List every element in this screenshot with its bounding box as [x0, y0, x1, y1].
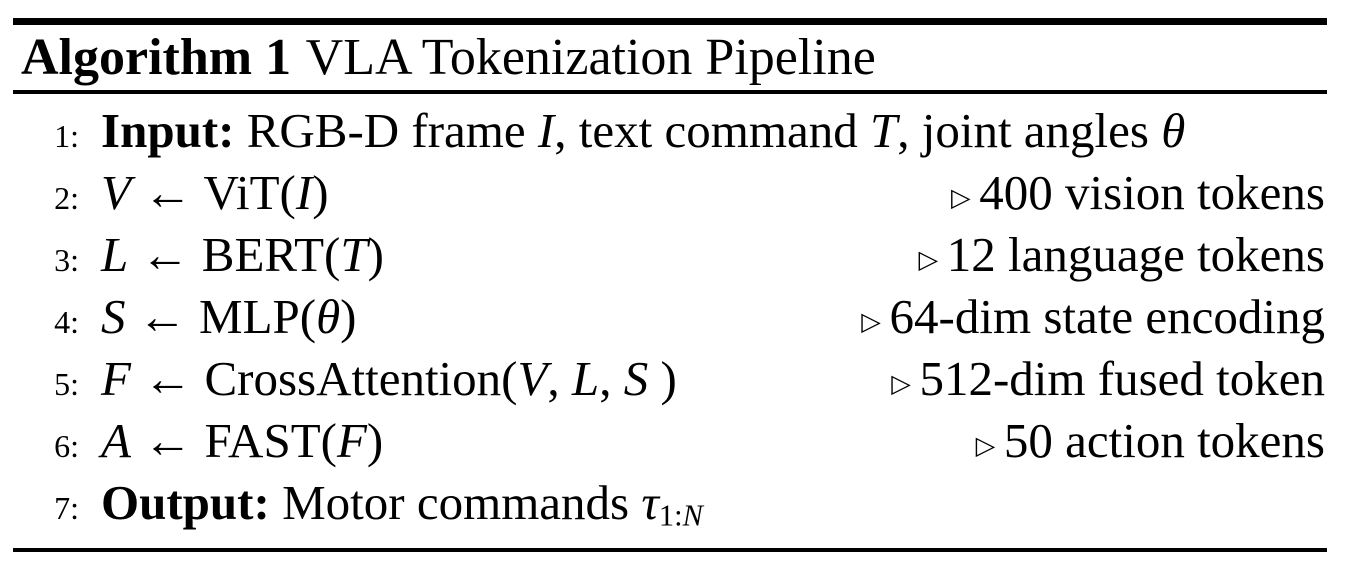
line-statement: L ← BERT(T) — [101, 224, 384, 286]
statement-segment: V — [101, 165, 131, 220]
comment-triangle-icon: ▷ — [891, 368, 911, 399]
line-statement: Input: RGB-D frame I, text command T, jo… — [101, 100, 1185, 162]
statement-segment: ) — [648, 351, 677, 406]
statement-segment: L — [571, 351, 600, 406]
line-comment: ▷ 400 vision tokens — [951, 162, 1327, 229]
line-comment: ▷ 512-dim fused token — [891, 348, 1327, 415]
line-comment: ▷12 language tokens — [918, 224, 1327, 291]
comment-text: 512-dim fused token — [919, 351, 1325, 406]
bottom-rule — [13, 548, 1327, 552]
algorithm-line: 4: S ← MLP(θ) ▷ 64-dim state encoding — [13, 286, 1327, 348]
top-rule — [13, 18, 1327, 25]
comment-triangle-icon: ▷ — [975, 430, 996, 461]
comment-text: 12 language tokens — [946, 227, 1325, 282]
statement-segment: Input: — [101, 103, 235, 158]
line-number: 4: — [54, 304, 79, 340]
statement-segment: T — [869, 103, 898, 158]
statement-segment: F — [336, 413, 367, 468]
algorithm-line: 6: A ← FAST(F) ▷50 action tokens — [13, 410, 1327, 472]
line-comment: ▷50 action tokens — [976, 410, 1327, 477]
statement-segment: Motor commands — [269, 475, 642, 530]
statement-segment: F — [101, 351, 131, 406]
line-statement: Output: Motor commands τ1:N — [101, 472, 703, 547]
statement-segment: ) — [312, 165, 329, 220]
statement-segment: I — [537, 103, 555, 158]
statement-segment: θ — [1161, 103, 1186, 158]
statement-segment: τ — [641, 475, 659, 530]
comment-triangle-icon: ▷ — [861, 306, 881, 337]
line-statement: V ← ViT(I) — [101, 162, 329, 224]
statement-segment: I — [295, 165, 313, 220]
line-number: 2: — [54, 180, 79, 216]
algorithm-title: VLA Tokenization Pipeline — [305, 29, 876, 86]
statement-segment: ) — [367, 227, 384, 282]
statement-segment: RGB-D frame — [234, 103, 538, 158]
header-rule — [13, 90, 1327, 94]
algorithm-line: 7: Output: Motor commands τ1:N — [13, 472, 1327, 534]
line-comment: ▷ 64-dim state encoding — [861, 286, 1327, 353]
statement-segment: A — [101, 413, 131, 468]
line-number: 1: — [54, 118, 79, 154]
statement-segment: ) — [340, 289, 357, 344]
comment-triangle-icon: ▷ — [918, 244, 939, 275]
line-statement: S ← MLP(θ) — [101, 286, 356, 348]
statement-segment: S — [623, 351, 649, 406]
comment-triangle-icon: ▷ — [951, 182, 971, 213]
statement-segment: ← ViT( — [130, 165, 296, 220]
comment-text: 50 action tokens — [1003, 413, 1325, 468]
statement-segment: ← BERT( — [128, 227, 341, 282]
line-number: 7: — [54, 490, 79, 526]
statement-segment: θ — [316, 289, 341, 344]
statement-segment: L — [101, 227, 129, 282]
statement-segment: , — [547, 351, 572, 406]
statement-segment: Output: — [101, 475, 270, 530]
statement-segment: , text command — [554, 103, 870, 158]
line-statement: F ← CrossAttention(V, L, S ) — [101, 348, 677, 410]
statement-segment: V — [517, 351, 548, 406]
statement-segment: , — [599, 351, 624, 406]
statement-segment: ← FAST( — [130, 413, 337, 468]
line-number: 6: — [54, 428, 79, 464]
comment-text: 400 vision tokens — [979, 165, 1325, 220]
comment-text: 64-dim state encoding — [889, 289, 1325, 344]
algorithm-lines: 1:Input: RGB-D frame I, text command T, … — [13, 94, 1327, 548]
algorithm-line: 3: L ← BERT(T) ▷12 language tokens — [13, 224, 1327, 286]
line-statement: A ← FAST(F) — [101, 410, 383, 472]
statement-segment: ← MLP( — [125, 289, 317, 344]
statement-segment: , joint angles — [897, 103, 1162, 158]
algorithm-label: Algorithm 1 — [21, 29, 292, 86]
line-number: 5: — [54, 366, 79, 402]
algorithm-line: 5: F ← CrossAttention(V, L, S ) ▷ 512-dim f… — [13, 348, 1327, 410]
statement-segment: S — [101, 289, 126, 344]
line-number: 3: — [54, 242, 79, 278]
algorithm-line: 2: V ← ViT(I) ▷ 400 vision tokens — [13, 162, 1327, 224]
statement-segment: 1: — [658, 498, 683, 533]
statement-segment: ← CrossAttention( — [130, 351, 518, 406]
statement-segment: T — [340, 227, 368, 282]
algorithm-line: 1: Input: RGB-D frame I, text command T, … — [13, 100, 1327, 162]
statement-segment: N — [682, 498, 703, 533]
statement-segment: ) — [366, 413, 384, 468]
